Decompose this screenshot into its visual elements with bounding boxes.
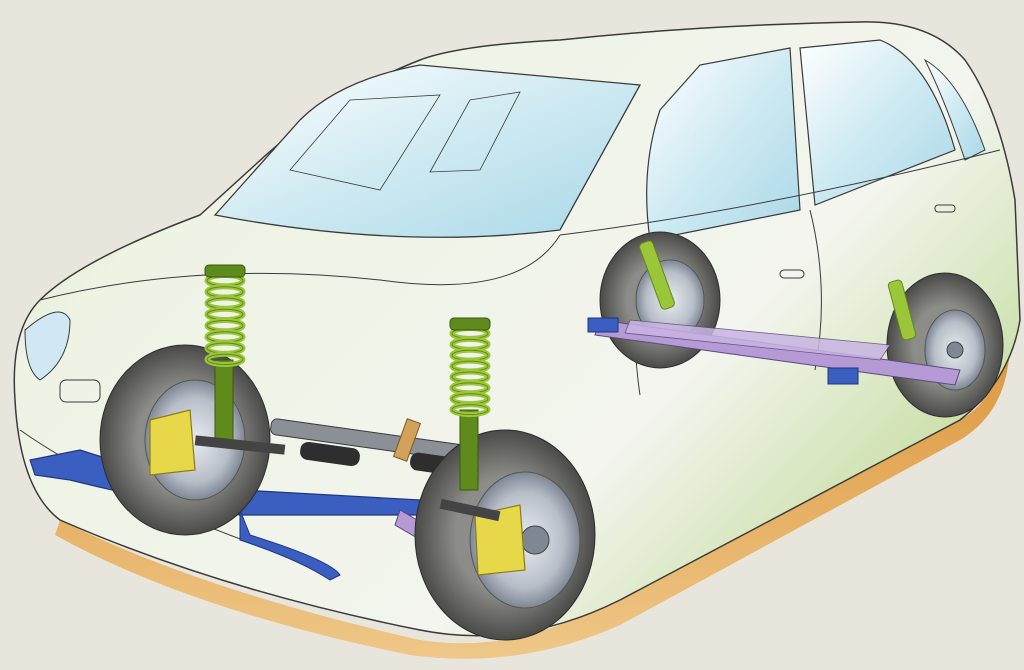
drive-shaft-right: [439, 498, 501, 522]
quarter-window: [923, 58, 986, 161]
front-left-strut: [204, 264, 246, 441]
front-right-wheel: [414, 429, 596, 641]
brake-caliper-icon: [149, 409, 196, 476]
front-subframe-crossmember: [239, 509, 341, 581]
headlight: [24, 311, 71, 381]
door-handle-rear: [934, 204, 956, 213]
spring-coil: [451, 404, 489, 416]
windshield-reflection: [289, 91, 521, 191]
spring-coil: [206, 353, 244, 365]
rear-mount-left: [587, 317, 619, 333]
rear-side-window: [799, 39, 956, 206]
beltline: [559, 149, 1001, 236]
door-handle-front: [779, 269, 805, 279]
hood-line: [39, 234, 561, 301]
front-left-wheel: [99, 344, 271, 536]
fog-light: [59, 379, 101, 403]
brake-caliper-icon: [474, 504, 526, 576]
front-right-strut: [449, 317, 491, 491]
rear-mount-right: [827, 367, 859, 385]
rear-trailing-arm: [624, 319, 891, 361]
drive-shaft-left: [194, 435, 286, 455]
rear-shock-left: [639, 240, 675, 310]
coil-spring-icon: [449, 325, 491, 418]
coil-spring-icon: [204, 273, 246, 367]
front-side-window: [646, 47, 801, 241]
windshield: [213, 64, 642, 238]
rear-shock-right: [887, 279, 917, 341]
